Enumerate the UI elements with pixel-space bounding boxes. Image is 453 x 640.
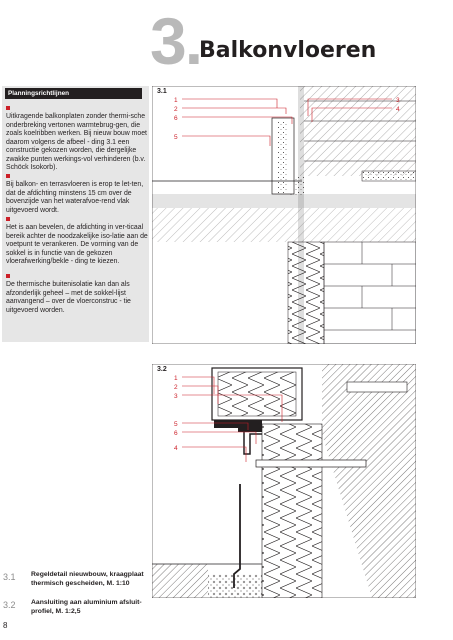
bullet-marker bbox=[6, 274, 10, 278]
callout-label: 4 bbox=[174, 445, 178, 452]
caption-line: Aansluiting aan aluminium afsluit- bbox=[31, 599, 142, 606]
page-number: 8 bbox=[3, 621, 8, 630]
sidebar-paragraph: Uitkragende balkonplaten zonder thermi-s… bbox=[6, 106, 148, 173]
caption-number: 3.2 bbox=[3, 600, 16, 610]
figure-label: 3.1 bbox=[157, 88, 167, 95]
callout-label: 4 bbox=[396, 106, 400, 113]
caption-number: 3.1 bbox=[3, 572, 16, 582]
callout-label: 3 bbox=[396, 97, 400, 104]
paragraph-text: Bij balkon- en terrasvloeren is erop te … bbox=[6, 181, 144, 214]
callout-label: 1 bbox=[174, 97, 178, 104]
sidebar-paragraph: De thermische buitenisolatie kan dan als… bbox=[6, 274, 148, 315]
caption-text: Regeldetail nieuwbouw, kraagplaat thermi… bbox=[31, 571, 144, 588]
callout-label: 6 bbox=[174, 430, 178, 437]
figure-3-2-drawing: 1 2 3 5 6 4 bbox=[152, 364, 416, 598]
caption-text: Aansluiting aan aluminium afsluit- profi… bbox=[31, 599, 142, 616]
bullet-marker bbox=[6, 174, 10, 178]
sidebar-paragraph: Bij balkon- en terrasvloeren is erop te … bbox=[6, 174, 148, 215]
bullet-marker bbox=[6, 106, 10, 110]
callout-label: 3 bbox=[174, 393, 178, 400]
bullet-marker bbox=[6, 217, 10, 221]
page-title: Balkonvloeren bbox=[199, 38, 377, 63]
sidebar-paragraph: Het is aan bevelen, de afdichting in ver… bbox=[6, 217, 148, 267]
figure-label: 3.2 bbox=[157, 366, 167, 373]
sidebar-heading: Planningsrichtlijnen bbox=[5, 88, 142, 99]
callout-label: 5 bbox=[174, 134, 178, 141]
caption-line: Regeldetail nieuwbouw, kraagplaat bbox=[31, 571, 144, 578]
paragraph-text: De thermische buitenisolatie kan dan als… bbox=[6, 281, 131, 314]
paragraph-text: Uitkragende balkonplaten zonder thermi-s… bbox=[6, 113, 147, 172]
caption-line: profiel, M. 1:2,5 bbox=[31, 607, 81, 615]
figure-3-1-drawing: 1 2 6 5 3 4 bbox=[152, 86, 416, 344]
callout-label: 2 bbox=[174, 106, 178, 113]
caption-line: thermisch gescheiden, M. 1:10 bbox=[31, 579, 130, 587]
planning-sidebar bbox=[2, 86, 149, 342]
callout-label: 1 bbox=[174, 375, 178, 382]
callout-label: 2 bbox=[174, 384, 178, 391]
chapter-number: 3. bbox=[150, 4, 203, 78]
callout-label: 5 bbox=[174, 421, 178, 428]
callout-label: 6 bbox=[174, 115, 178, 122]
paragraph-text: Het is aan bevelen, de afdichting in ver… bbox=[6, 224, 148, 266]
